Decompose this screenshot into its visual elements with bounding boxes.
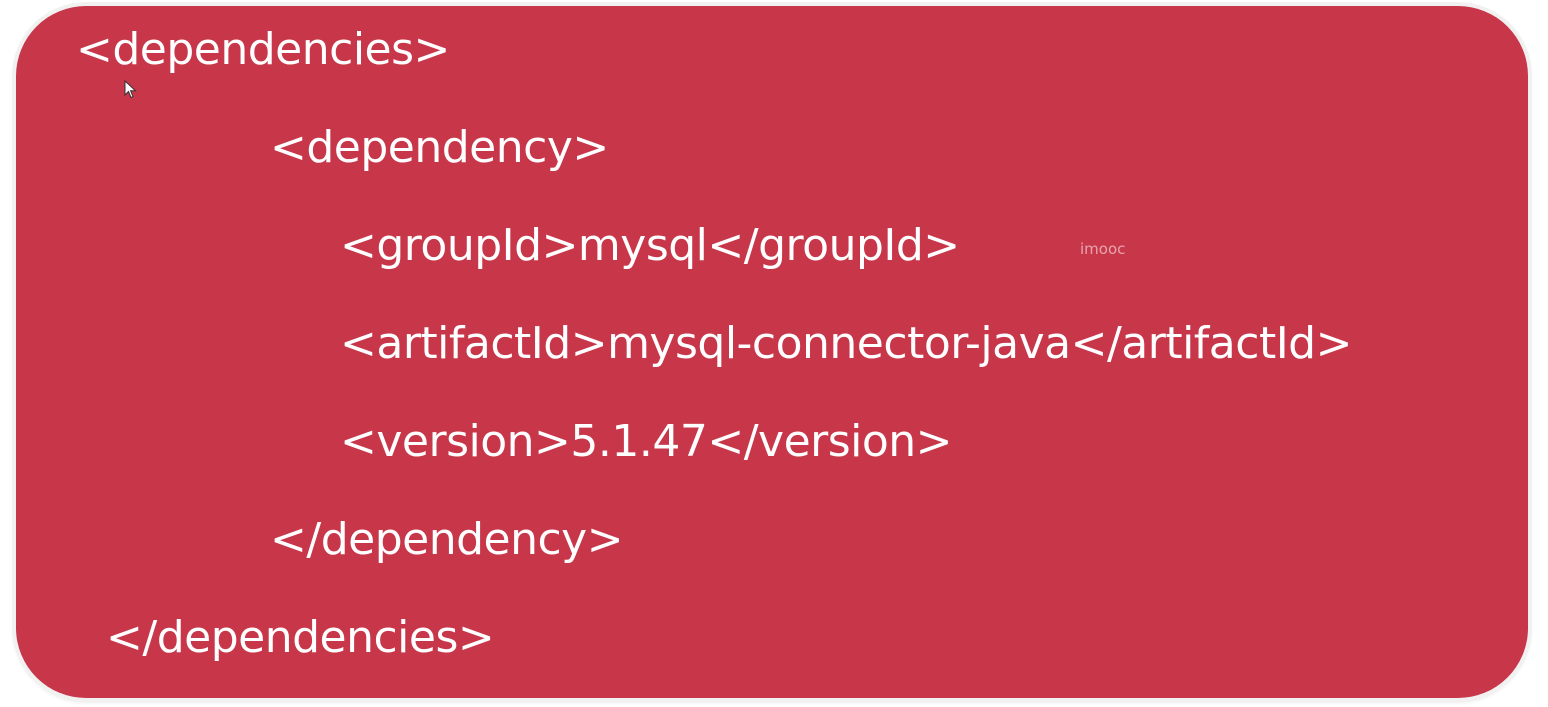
code-line-dependency-open: <dependency> xyxy=(270,122,609,173)
mouse-cursor-icon xyxy=(124,80,137,99)
code-line-dependencies-close: </dependencies> xyxy=(106,612,495,663)
code-line-artifactid: <artifactId>mysql-connector-java</artifa… xyxy=(340,318,1352,369)
code-line-version: <version>5.1.47</version> xyxy=(340,416,953,467)
code-card xyxy=(16,6,1528,698)
code-line-dependencies-open: <dependencies> xyxy=(76,24,450,75)
watermark: imooc xyxy=(1080,240,1126,258)
code-line-groupid: <groupId>mysql</groupId> xyxy=(340,220,960,271)
code-line-dependency-close: </dependency> xyxy=(270,514,624,565)
